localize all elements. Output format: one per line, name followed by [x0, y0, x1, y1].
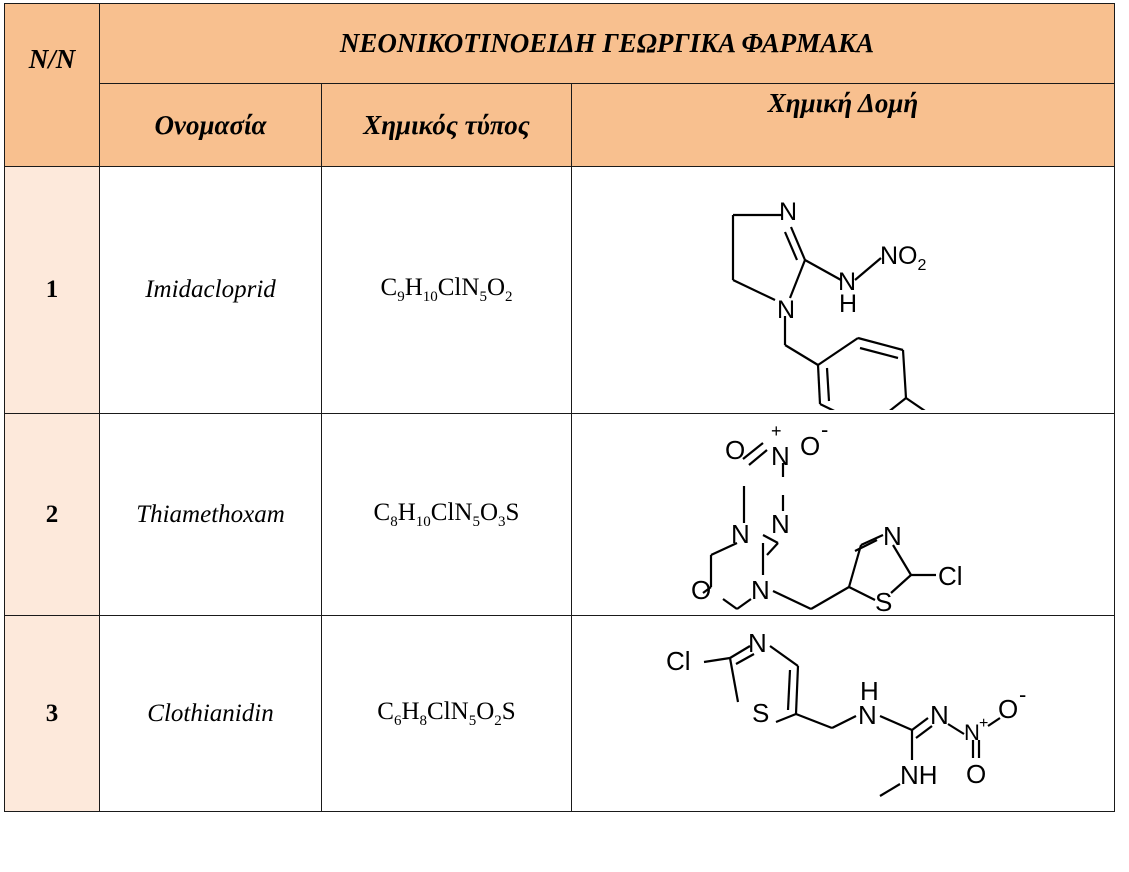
atom-label: NO2 [880, 242, 927, 274]
formula-subscript: 8 [390, 513, 398, 530]
row-number: 3 [4, 615, 100, 812]
imidacloprid-structure: N N H NO2 N [731, 198, 927, 410]
chemical-formula: C6H8ClN5O2S [321, 615, 572, 812]
atom-label: O [998, 694, 1018, 724]
atom-label: N [858, 700, 877, 730]
formula-subscript: 3 [498, 513, 506, 530]
atom-label: O [800, 431, 820, 461]
atom-label: N [930, 700, 949, 730]
compound-name: Imidacloprid [99, 166, 322, 414]
formula-subscript: 5 [468, 712, 477, 729]
atom-label: - [821, 417, 828, 442]
thiamethoxam-structure: O + N O - N N N O N S Cl [691, 417, 963, 615]
formula-subscript: 8 [419, 712, 428, 729]
table-row: 2 Thiamethoxam C8H10ClN5O3S [4, 413, 1115, 616]
formula-subscript: 5 [472, 513, 480, 530]
atom-label: H [839, 290, 857, 318]
atom-label: N [771, 441, 790, 471]
chemical-formula: C8H10ClN5O3S [321, 413, 572, 616]
atom-label: O [966, 759, 986, 789]
atom-label: + [979, 715, 988, 732]
atom-label: - [1019, 682, 1026, 707]
table-row: 3 Clothianidin C6H8ClN5O2S [4, 615, 1115, 812]
atom-label: N [964, 720, 980, 745]
atom-label: H [860, 676, 879, 706]
formula-subscript: 10 [415, 513, 431, 530]
compound-name: Clothianidin [99, 615, 322, 812]
atom-label: N [838, 268, 856, 296]
atom-label: NH [900, 760, 938, 790]
table-title: ΝΕΟΝΙΚΟΤΙΝΟΕΙΔΗ ΓΕΩΡΓΙΚΑ ΦΑΡΜΑΚΑ [99, 3, 1115, 84]
formula-subscript: 5 [479, 289, 487, 305]
compound-name: Thiamethoxam [99, 413, 322, 616]
atom-label: N [771, 509, 790, 539]
atom-label: Cl [666, 646, 691, 676]
header-structure: Χημική Δομή [571, 83, 1115, 167]
atom-label: N [779, 198, 797, 226]
atom-label: S [752, 698, 769, 728]
formula-subscript: 2 [494, 712, 502, 729]
formula-subscript: 2 [505, 289, 513, 305]
atom-label: Cl [938, 561, 963, 591]
structure-cell: N N H NO2 N [571, 166, 1115, 414]
atom-label: + [771, 421, 782, 441]
formula-subscript: 6 [393, 712, 402, 729]
neonicotinoid-table: N/N ΝΕΟΝΙΚΟΤΙΝΟΕΙΔΗ ΓΕΩΡΓΙΚΑ ΦΑΡΜΑΚΑ Ονο… [4, 3, 1115, 812]
atom-label: N [883, 521, 902, 551]
nn-header-cell: N/N [4, 3, 100, 167]
row-number: 2 [4, 413, 100, 616]
atom-label: O [691, 575, 711, 605]
formula-subscript: 9 [397, 289, 405, 305]
table-row: 1 Imidacloprid C9H10ClN5O2 [4, 166, 1115, 414]
atom-label: N [748, 628, 767, 658]
formula-subscript: 10 [422, 289, 438, 305]
chemical-formula: C9H10ClN5O2 [321, 166, 572, 414]
header-name: Ονομασία [99, 83, 322, 167]
structure-cell: O + N O - N N N O N S Cl [571, 413, 1115, 616]
structure-cell: Cl N S H N N N + O - O NH [571, 615, 1115, 812]
clothianidin-structure: Cl N S H N N N + O - O NH [666, 628, 1026, 797]
atom-label: N [731, 519, 750, 549]
atom-label: O [725, 435, 745, 465]
header-formula: Χημικός τύπος [321, 83, 572, 167]
nn-header: N/N [28, 43, 76, 74]
atom-label: N [777, 296, 795, 324]
atom-label: S [875, 587, 892, 615]
atom-label: N [751, 575, 770, 605]
row-number: 1 [4, 166, 100, 414]
